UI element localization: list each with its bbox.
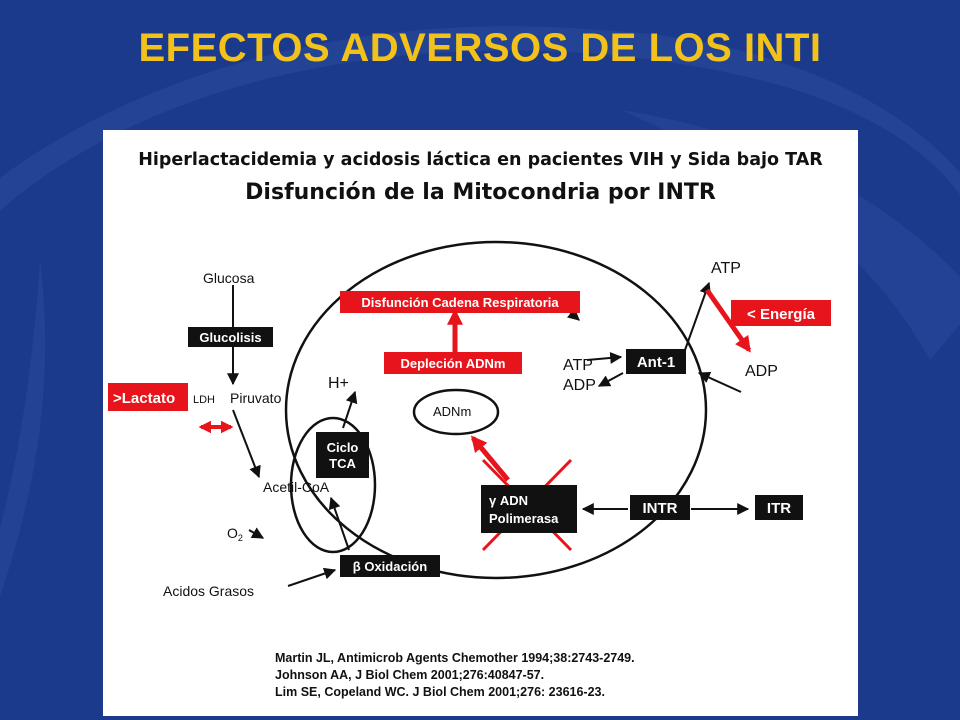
- arrow-ant1-adp-inner: [597, 372, 624, 387]
- box-intr: INTR: [630, 495, 690, 520]
- box-glucolisis-label: Glucolisis: [199, 330, 261, 345]
- box-itr-label: ITR: [767, 500, 791, 517]
- box-lactato: >Lactato: [108, 383, 188, 411]
- arrow-atpadp-ant1: [586, 351, 623, 364]
- label-adp-inner: ADP: [563, 377, 596, 394]
- box-energia: < Energía: [731, 300, 831, 326]
- arrow-beta-tca: [328, 496, 350, 551]
- label-atp-inner: ATP: [563, 357, 593, 374]
- figure-panel: Hiperlactacidemia y acidosis láctica en …: [103, 130, 858, 716]
- mitochondria-diagram: Glucosa Piruvato LDH Acetil-CoA O2 Acido…: [108, 240, 831, 599]
- box-gamma-label-1: γ ADN: [489, 493, 528, 508]
- arrow-red-gamma-adnm: [470, 435, 510, 482]
- mitochondrion-outline: [284, 240, 708, 580]
- arrow-piruvato-acetilcoa: [232, 409, 261, 479]
- label-piruvato: Piruvato: [230, 390, 282, 406]
- box-disfuncion-label: Disfunción Cadena Respiratoria: [361, 295, 559, 310]
- label-o2: O2: [227, 525, 243, 543]
- arrow-tca-hplus: [342, 390, 358, 429]
- box-beta-oxidacion: β Oxidación: [340, 555, 440, 577]
- box-deplecion-label: Depleción ADNm: [401, 356, 506, 371]
- box-itr: ITR: [755, 495, 803, 520]
- label-acetil-coa: Acetil-CoA: [263, 479, 330, 495]
- box-gamma-polimerasa: γ ADN Polimerasa: [481, 485, 577, 533]
- label-h-plus: H+: [328, 375, 349, 392]
- label-atp-outer: ATP: [711, 260, 741, 277]
- box-glucolisis: Glucolisis: [188, 327, 273, 347]
- box-ant1: Ant-1: [626, 349, 686, 374]
- arrow-ant1-atp-outer: [684, 281, 712, 351]
- box-ciclo-label-1: Ciclo: [327, 440, 359, 455]
- arrow-adp-outer-ant1: [697, 371, 742, 393]
- adnm-oval: [412, 388, 500, 436]
- label-glucosa: Glucosa: [203, 270, 255, 286]
- label-adnm: ADNm: [433, 404, 471, 419]
- label-ldh: LDH: [193, 394, 215, 406]
- reference-1: Martin JL, Antimicrob Agents Chemother 1…: [275, 651, 635, 665]
- box-gamma-label-2: Polimerasa: [489, 511, 559, 526]
- figure-subtitle: Disfunción de la Mitocondria por INTR: [245, 180, 716, 205]
- label-acidos-grasos: Acidos Grasos: [163, 583, 254, 599]
- box-disfuncion-cadena: Disfunción Cadena Respiratoria: [340, 291, 580, 313]
- references: Martin JL, Antimicrob Agents Chemother 1…: [275, 650, 635, 701]
- label-adp-outer: ADP: [745, 363, 778, 380]
- box-energia-label: < Energía: [747, 306, 816, 323]
- slide-title: EFECTOS ADVERSOS DE LOS INTI: [138, 26, 822, 70]
- arrow-red-energia: [704, 288, 752, 353]
- box-ant1-label: Ant-1: [637, 354, 675, 371]
- reference-2: Johnson AA, J Biol Chem 2001;276:40847-5…: [275, 668, 545, 682]
- reference-3: Lim SE, Copeland WC. J Biol Chem 2001;27…: [275, 685, 605, 699]
- box-ciclo-label-2: TCA: [329, 456, 356, 471]
- box-beta-oxidacion-label: β Oxidación: [353, 559, 427, 574]
- box-ciclo-tca: Ciclo TCA: [316, 432, 369, 478]
- tca-cycle-circle: [289, 416, 377, 554]
- box-intr-label: INTR: [643, 500, 678, 517]
- arrow-o2: [248, 527, 265, 539]
- box-lactato-label: >Lactato: [113, 390, 175, 407]
- box-deplecion: Depleción ADNm: [384, 352, 522, 374]
- figure-title: Hiperlactacidemia y acidosis láctica en …: [138, 150, 823, 170]
- arrow-acidos-beta: [287, 567, 337, 587]
